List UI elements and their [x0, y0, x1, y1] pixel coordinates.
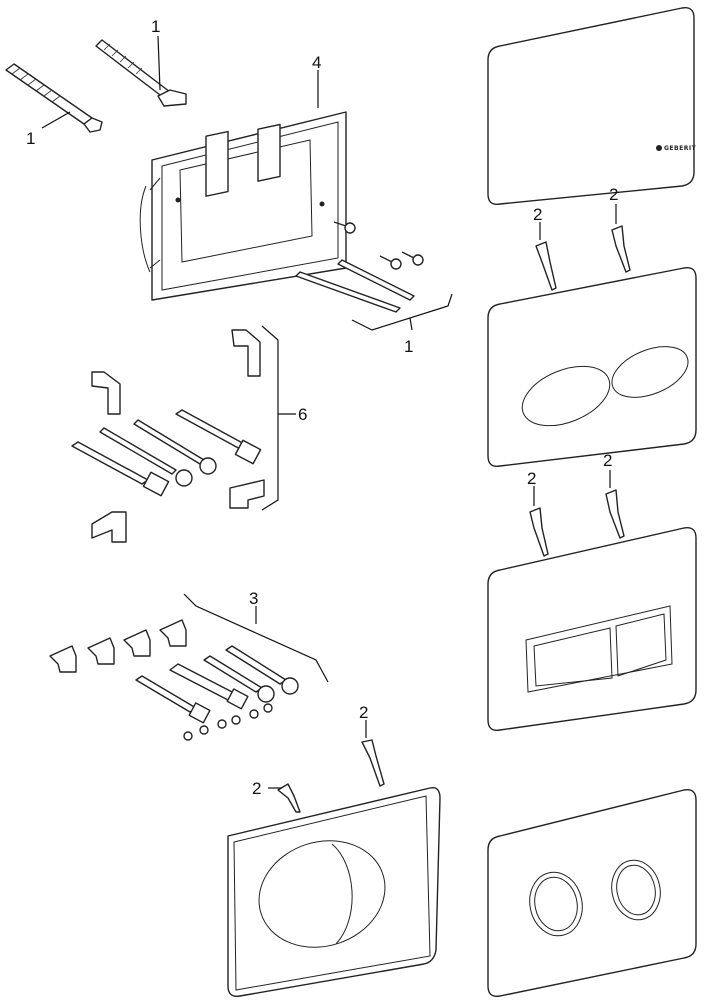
- bracket-3c: [123, 629, 151, 657]
- screw-2: [379, 255, 402, 270]
- pin-plate-d-right: [361, 739, 385, 787]
- geberit-logo: GEBERIT: [656, 145, 697, 152]
- label-rod-top-right: 1: [151, 17, 160, 36]
- screw-3: [401, 251, 424, 266]
- bolt-3a: [225, 645, 299, 695]
- pin-plate-b-left: [529, 507, 549, 557]
- bracket-3d: [159, 619, 187, 647]
- label-pin-d-right: 2: [359, 703, 368, 722]
- label-pin-a-right: 2: [609, 185, 618, 204]
- long-bolt-6b: [133, 419, 217, 475]
- thin-rod-b: [337, 259, 415, 301]
- small-screws-3: [183, 703, 273, 741]
- thin-rod-a: [295, 271, 401, 313]
- bolt-3b: [203, 655, 275, 703]
- bolt-3d: [135, 675, 211, 724]
- flush-plate-two-ovals: [487, 267, 697, 467]
- pin-plate-a-right: [611, 225, 631, 273]
- geberit-logo-text: GEBERIT: [664, 145, 697, 152]
- pin-plate-d-left: [277, 783, 301, 813]
- bracket-6d: [91, 511, 127, 543]
- bracket-6a: [231, 329, 261, 377]
- threaded-rod-left: [5, 63, 103, 133]
- label-frame: 4: [312, 53, 321, 72]
- label-rods-mid: 1: [404, 337, 413, 356]
- flush-plate-rect-dual: [487, 527, 697, 731]
- bolt-3c: [169, 663, 249, 710]
- flush-plate-plain: GEBERIT: [487, 7, 697, 205]
- threaded-rod-right: [95, 39, 187, 107]
- label-pin-a-left: 2: [533, 205, 542, 224]
- pin-plate-a-left: [535, 241, 557, 291]
- label-kit-3: 3: [249, 589, 258, 608]
- label-pin-b-left: 2: [527, 469, 536, 488]
- long-bolt-6d: [71, 441, 170, 497]
- long-bolt-6a: [175, 409, 262, 465]
- long-bolt-6c: [99, 427, 193, 487]
- bracket-3a: [49, 645, 77, 673]
- label-pin-d-left: 2: [252, 779, 261, 798]
- flush-plate-oval-dual: [227, 787, 441, 997]
- label-pin-b-right: 2: [603, 451, 612, 470]
- mounting-frame: [139, 111, 347, 301]
- label-kit-6: 6: [298, 405, 307, 424]
- bracket-6b: [91, 371, 121, 415]
- flush-plate-two-rounds: [487, 789, 697, 997]
- bracket-3b: [87, 637, 115, 665]
- screw-1: [333, 221, 356, 234]
- label-rod-top-left: 1: [26, 129, 35, 148]
- pin-plate-b-right: [605, 489, 625, 539]
- bracket-6c: [229, 479, 265, 509]
